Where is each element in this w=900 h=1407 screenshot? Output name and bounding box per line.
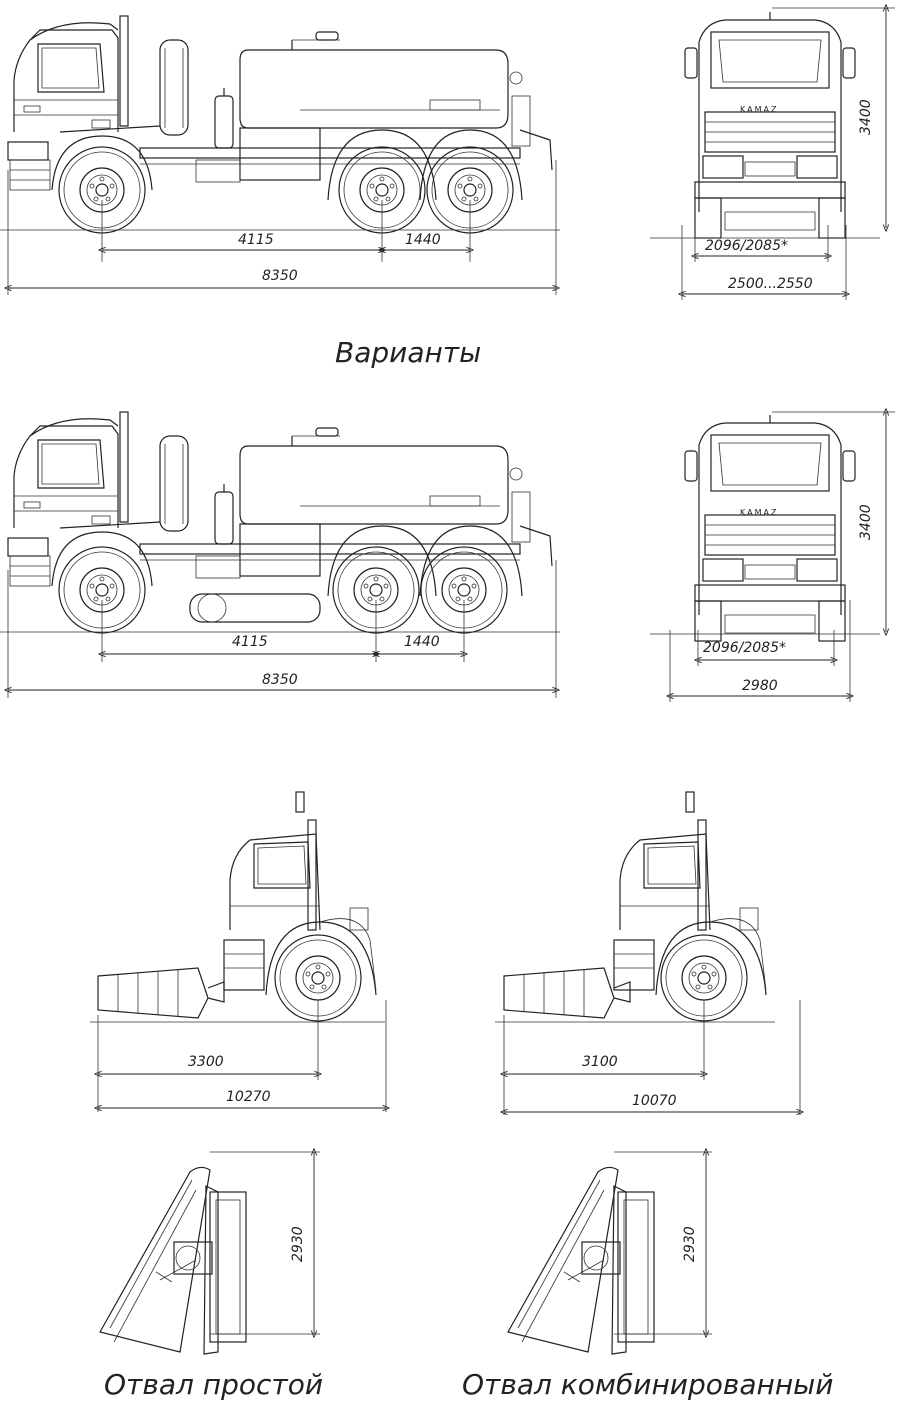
dim-length-middle: 8350 xyxy=(262,672,298,688)
dimension-lines-middle xyxy=(8,560,556,698)
dim-height-middle: 3400 xyxy=(858,504,874,540)
caption-simple-plow: Отвал простой xyxy=(104,1368,323,1401)
front-view-middle: KAMAZ xyxy=(650,412,895,702)
dim-height-simple: 2930 xyxy=(290,1226,306,1262)
dim-height-combined: 2930 xyxy=(682,1226,698,1262)
side-view-top xyxy=(0,15,560,234)
dim-width-middle: 2980 xyxy=(742,678,778,694)
dim-overhang-combined: 3100 xyxy=(582,1054,618,1070)
plow-topview-simple xyxy=(99,1152,320,1355)
dim-total-simple: 10270 xyxy=(226,1089,271,1105)
plow-truck-simple xyxy=(90,791,386,1112)
dim-overhang-simple: 3300 xyxy=(188,1054,224,1070)
brand-logo-middle: KAMAZ xyxy=(740,508,778,517)
front-view-top: KAMAZ xyxy=(650,8,895,300)
caption-combined-plow: Отвал комбинированный xyxy=(462,1368,833,1401)
plow-truck-combined xyxy=(495,791,800,1115)
brand-logo-top: KAMAZ xyxy=(740,105,778,114)
dim-wheelbase-middle: 4115 xyxy=(232,634,268,650)
dim-total-combined: 10070 xyxy=(632,1093,677,1109)
variants-label: Варианты xyxy=(335,336,481,369)
dim-tandem-top: 1440 xyxy=(405,232,441,248)
side-view-middle xyxy=(0,411,560,634)
dim-track-top: 2096/2085* xyxy=(705,238,788,254)
dim-height-top: 3400 xyxy=(858,99,874,135)
dim-wheelbase-top: 4115 xyxy=(238,232,274,248)
dim-tandem-middle: 1440 xyxy=(404,634,440,650)
plow-topview-combined xyxy=(507,1152,712,1355)
dim-track-middle: 2096/2085* xyxy=(703,640,786,656)
dim-width-top: 2500...2550 xyxy=(728,276,813,292)
dim-length-top: 8350 xyxy=(262,268,298,284)
dimension-lines-top xyxy=(8,160,556,295)
